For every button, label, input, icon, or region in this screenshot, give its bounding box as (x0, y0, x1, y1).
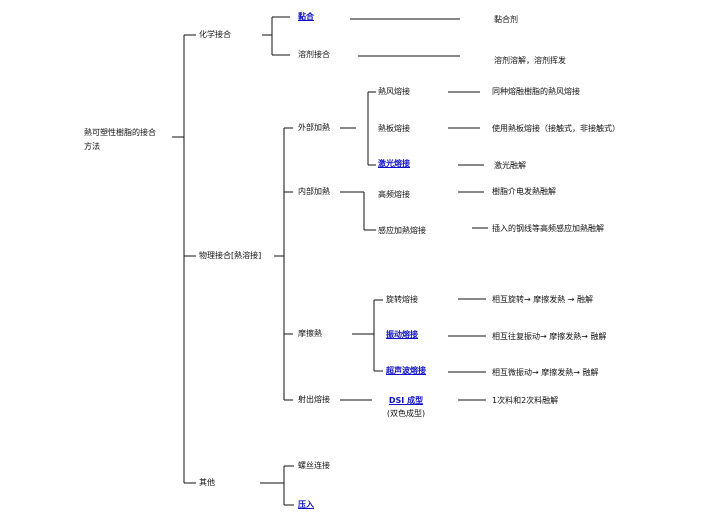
ultrasonic-welding-link[interactable]: 超声波熔接 (386, 366, 426, 375)
vibration-welding-link[interactable]: 振动熔接 (386, 330, 418, 339)
solvent-result: 溶剂溶解，溶剂挥发 (494, 56, 566, 65)
press-fit-link[interactable]: 压入 (298, 500, 314, 509)
dsi-molding-link[interactable]: DSI 成型 (388, 396, 424, 405)
induction-welding-label: 感应加熱熔接 (378, 226, 426, 235)
hot-plate-welding-label: 熱板熔接 (378, 124, 410, 133)
physical-joining-label: 物理接合[熱溶接] (199, 251, 262, 260)
hot-air-welding-label: 熱风熔接 (378, 87, 410, 96)
laser-welding-result: 激光融解 (494, 161, 526, 170)
hot-air-welding-result: 同种熔融樹脂的熱风熔接 (492, 87, 580, 96)
high-frequency-welding-label: 高频熔接 (378, 190, 410, 199)
chemical-joining-label: 化学接合 (199, 30, 231, 39)
hot-plate-welding-result: 使用熱板熔接（接触式，非接触式） (492, 124, 620, 133)
adhesive-bonding-link[interactable]: 黏合 (298, 12, 314, 21)
high-frequency-welding-result: 樹脂介电发熱融解 (492, 187, 556, 196)
vibration-welding-result: 相互往复振动→ 摩擦发熱→ 融解 (492, 332, 607, 341)
friction-heat-label: 摩擦熱 (298, 329, 322, 338)
adhesive-result: 黏合剂 (494, 15, 518, 24)
ultrasonic-welding-result: 相互微振动→ 摩擦发熱→ 融解 (492, 368, 599, 377)
other-joining-label: 其他 (199, 478, 215, 487)
spin-welding-result: 相互旋转→ 摩擦发熱 → 融解 (492, 295, 594, 304)
spin-welding-label: 旋转熔接 (386, 295, 418, 304)
screw-fastening-label: 螺丝连接 (298, 461, 330, 470)
laser-welding-link[interactable]: 激光熔接 (378, 159, 410, 168)
root-label-line1: 熱可塑性樹脂的接合 (84, 128, 156, 137)
injection-welding-label: 射出熔接 (298, 395, 330, 404)
external-heating-label: 外部加熱 (298, 123, 330, 132)
solvent-joining-label: 溶剂接合 (298, 50, 330, 59)
root-label-line2: 方法 (84, 142, 100, 151)
internal-heating-label: 内部加熱 (298, 187, 330, 196)
induction-welding-result: 插入的钢线等高频感应加熱融解 (492, 224, 604, 233)
injection-welding-result: 1次料和2次料融解 (492, 396, 559, 405)
dsi-molding-subtitle: (双色成型) (386, 409, 426, 418)
